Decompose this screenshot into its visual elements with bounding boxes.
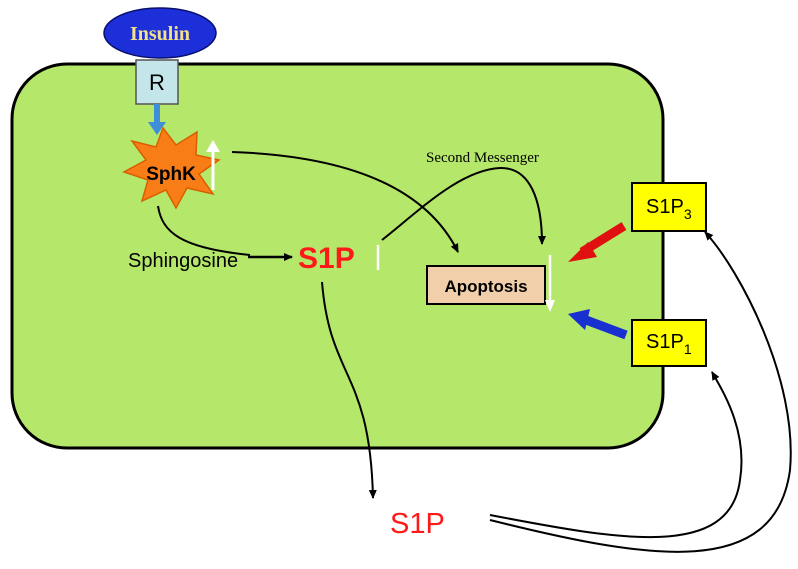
sphingosine-label: Sphingosine: [128, 250, 238, 272]
insulin-ligand: [103, 7, 217, 59]
receptor-label: R: [149, 70, 165, 95]
sphk-up-arrow-head: [206, 140, 220, 152]
s1p3-receptor-label: S1P3: [646, 196, 692, 222]
s1p-to-s1p3-arrow: [489, 231, 792, 553]
s1p1-receptor-box: [631, 319, 707, 367]
receptor-arrow-head: [148, 122, 166, 135]
s1p1-to-apoptosis-arrow: [584, 315, 628, 340]
s1p-export-arrow: [321, 281, 377, 499]
s1p3-receptor-box: [631, 182, 707, 232]
s1p3-base-text: S1P: [646, 196, 684, 218]
s1p-second-messenger-arrow: [381, 166, 546, 245]
sphk-starburst: [122, 126, 221, 210]
apoptosis-box: [426, 265, 546, 305]
sphk-to-apoptosis-arrow: [231, 151, 459, 253]
apoptosis-down-arrow-head: [545, 300, 555, 312]
sphk-to-sphingosine-curve: [157, 205, 251, 256]
s1p1-base-text: S1P: [646, 331, 684, 353]
s1p1-subscript: 1: [684, 341, 692, 357]
apoptosis-label: Apoptosis: [444, 277, 527, 296]
s1p3-subscript: 3: [684, 206, 692, 222]
s1p-to-s1p1-arrow: [489, 371, 743, 539]
sphk-label: SphK: [146, 164, 196, 185]
s1p3-arrow-head: [568, 242, 597, 262]
s1p-extracellular: S1P: [390, 508, 445, 540]
insulin-label: Insulin: [130, 23, 190, 45]
s1p1-arrow-head: [568, 309, 590, 330]
s1p1-receptor-label: S1P1: [646, 331, 692, 357]
second-messenger-label: Second Messenger: [426, 150, 539, 166]
receptor-arrow-shaft: [154, 104, 160, 123]
s1p-intracellular: S1P: [298, 242, 355, 275]
